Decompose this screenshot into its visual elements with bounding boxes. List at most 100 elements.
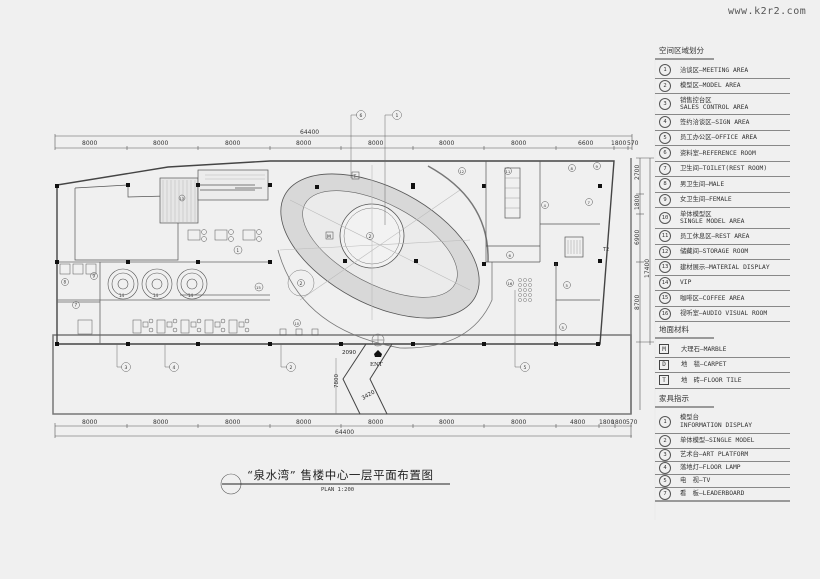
svg-text:9: 9 <box>596 164 599 169</box>
bottom-dimension-text: 8000 8000 8000 8000 8000 8000 8000 4800 … <box>82 419 638 436</box>
tile-symbol-icon: T <box>659 375 669 386</box>
svg-text:64400: 64400 <box>335 429 354 436</box>
svg-text:6: 6 <box>360 113 363 119</box>
svg-text:8700: 8700 <box>634 295 641 310</box>
zone-number-icon: 13 <box>659 261 671 274</box>
svg-text:1: 1 <box>396 113 399 119</box>
svg-text:ENT: ENT <box>370 362 383 368</box>
svg-text:8000: 8000 <box>439 140 454 147</box>
callout-leaders <box>116 114 521 368</box>
right-rooms <box>485 161 600 344</box>
svg-text:64400: 64400 <box>300 129 319 136</box>
furniture-number-icon: 2 <box>659 434 671 447</box>
zone-number-icon: 3 <box>659 98 671 110</box>
svg-text:1800: 1800 <box>611 419 626 426</box>
svg-text:2: 2 <box>300 281 303 287</box>
model-area-radial-lines <box>279 165 471 320</box>
svg-text:4: 4 <box>544 203 547 208</box>
svg-text:13: 13 <box>180 197 184 201</box>
zone-number-icon: 8 <box>659 178 671 191</box>
svg-text:8000: 8000 <box>296 419 311 426</box>
svg-text:7: 7 <box>588 200 591 205</box>
svg-text:8000: 8000 <box>82 419 97 426</box>
left-block <box>74 169 269 261</box>
svg-text:5: 5 <box>562 325 565 330</box>
svg-text:14: 14 <box>153 293 159 298</box>
svg-text:15: 15 <box>256 285 261 290</box>
svg-text:3420: 3420 <box>361 389 377 401</box>
zone-number-icon: 12 <box>659 245 671 258</box>
svg-text:8000: 8000 <box>439 419 454 426</box>
zone-number-icon: 10 <box>659 212 671 224</box>
top-dimensions <box>54 134 633 150</box>
svg-text:8000: 8000 <box>225 419 240 426</box>
right-dimensions <box>636 157 654 410</box>
svg-text:6: 6 <box>509 253 512 258</box>
svg-text:1800: 1800 <box>611 140 626 147</box>
svg-text:17400: 17400 <box>644 259 651 278</box>
vip-booths <box>107 268 208 300</box>
meeting-tables-top <box>187 229 262 242</box>
svg-text:M: M <box>327 234 331 240</box>
svg-text:14: 14 <box>188 293 194 298</box>
zones-legend-title: 空间区域划分 <box>655 45 714 60</box>
svg-text:5: 5 <box>524 365 527 371</box>
furniture-number-icon: 3 <box>659 449 671 461</box>
drawing-scale: PLAN 1:200 <box>321 487 355 493</box>
right-dimension-text: 2700 1800 6900 8700 17400 <box>634 165 651 310</box>
zone-number-icon: 14 <box>659 276 671 289</box>
svg-text:8000: 8000 <box>153 140 168 147</box>
furniture-number-icon: 4 <box>659 462 671 474</box>
svg-text:7: 7 <box>75 303 78 308</box>
zone-number-icon: 11 <box>659 230 671 243</box>
zone-number-icon: 5 <box>659 131 671 144</box>
site-outline <box>52 158 632 415</box>
svg-text:4: 4 <box>173 365 176 371</box>
svg-text:570: 570 <box>626 419 638 426</box>
svg-text:1800: 1800 <box>634 195 641 210</box>
entrance-ramp <box>342 343 393 415</box>
floor-materials-title: 地面材料 <box>655 324 714 339</box>
zone-number-icon: 7 <box>659 162 671 175</box>
svg-text:8000: 8000 <box>511 140 526 147</box>
zone-number-icon: 2 <box>659 79 671 92</box>
svg-text:570: 570 <box>627 140 639 147</box>
svg-text:2: 2 <box>290 365 293 371</box>
single-model-display <box>279 328 319 336</box>
drawing-title: “泉水湾” 售楼中心一层平面布置图 <box>247 468 434 482</box>
zone-number-icon: 1 <box>659 64 671 77</box>
svg-text:3: 3 <box>125 365 128 371</box>
marble-symbol-icon: M <box>659 344 669 355</box>
interior-walls <box>57 261 270 344</box>
model-area-oval <box>280 173 480 319</box>
svg-text:7800: 7800 <box>334 374 340 388</box>
svg-text:8000: 8000 <box>368 419 383 426</box>
svg-text:10: 10 <box>295 322 299 326</box>
svg-text:8000: 8000 <box>296 140 311 147</box>
curved-counter <box>427 165 489 263</box>
top-dimension-text: 64400 8000 8000 8000 8000 8000 8000 8000… <box>82 129 639 147</box>
svg-text:8000: 8000 <box>82 140 97 147</box>
furniture-number-icon: 7 <box>659 488 671 500</box>
svg-text:9: 9 <box>93 274 96 279</box>
